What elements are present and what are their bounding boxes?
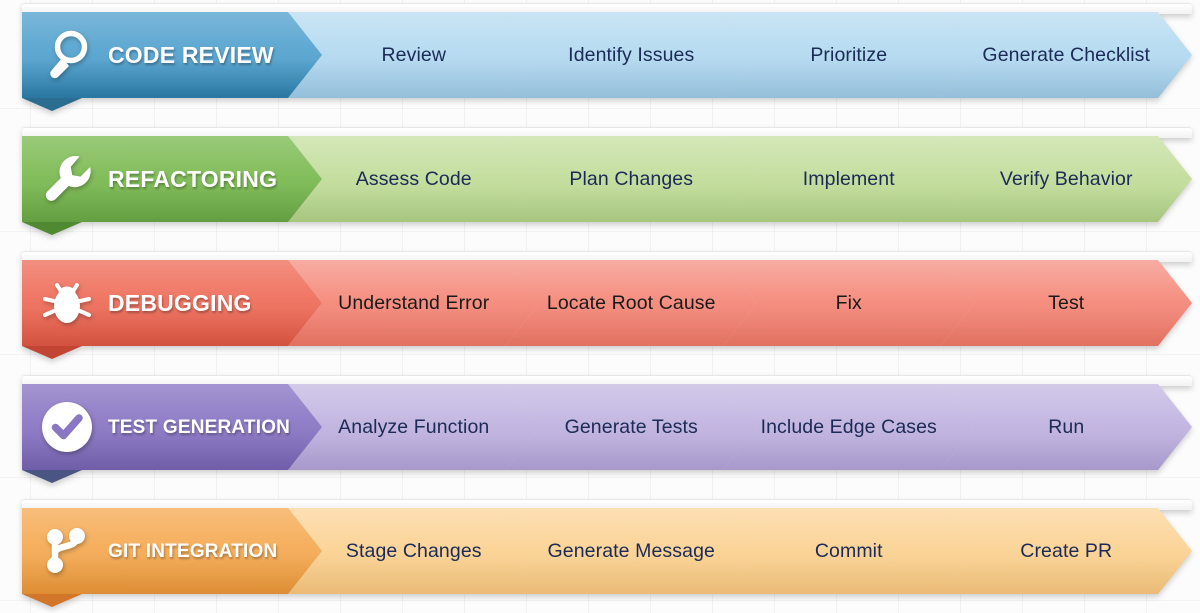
row-header-label: TEST GENERATION — [108, 416, 291, 438]
step-label: Prioritize — [810, 43, 888, 66]
step-refactoring-3[interactable]: Implement — [723, 136, 975, 222]
row-header-debugging[interactable]: DEBUGGING — [22, 260, 322, 346]
workflow-row-code-review: CODE REVIEW Review Identify Issues Prioriti… — [0, 3, 1200, 111]
ribbon-fold-tail — [22, 594, 82, 607]
step-debugging-4[interactable]: Test — [941, 260, 1193, 346]
step-label: Verify Behavior — [999, 167, 1133, 190]
step-code-review-2[interactable]: Identify Issues — [506, 12, 758, 98]
step-label: Run — [1048, 415, 1085, 438]
row-top-lip — [22, 499, 1192, 510]
ribbon-strip: CODE REVIEW Review Identify Issues Prioriti… — [0, 12, 1200, 98]
step-label: Plan Changes — [569, 167, 694, 190]
step-label: Understand Error — [338, 291, 490, 314]
row-top-lip — [22, 251, 1192, 262]
row-header-code-review[interactable]: CODE REVIEW — [22, 12, 322, 98]
step-label: Assess Code — [355, 167, 472, 190]
row-header-git-integration[interactable]: GIT INTEGRATION — [22, 508, 322, 594]
row-header-label: DEBUGGING — [108, 289, 252, 316]
row-header-label: REFACTORING — [108, 165, 278, 192]
bug-icon — [36, 272, 98, 334]
ribbon-fold-tail — [22, 98, 82, 111]
workflow-row-refactoring: REFACTORING Assess Code Plan Changes Implem… — [0, 127, 1200, 235]
step-refactoring-2[interactable]: Plan Changes — [506, 136, 758, 222]
step-git-integration-4[interactable]: Create PR — [941, 508, 1193, 594]
step-label: Include Edge Cases — [760, 415, 937, 438]
step-git-integration-3[interactable]: Commit — [723, 508, 975, 594]
step-label: Identify Issues — [568, 43, 695, 66]
step-label: Analyze Function — [338, 415, 490, 438]
ribbon-fold-tail — [22, 470, 82, 483]
ribbon-fold-tail — [22, 346, 82, 359]
row-header-test-generation[interactable]: TEST GENERATION — [22, 384, 322, 470]
step-git-integration-2[interactable]: Generate Message — [506, 508, 758, 594]
step-label: Commit — [814, 539, 883, 562]
row-top-lip — [22, 3, 1192, 14]
step-refactoring-1[interactable]: Assess Code — [288, 136, 540, 222]
step-label: Create PR — [1020, 539, 1113, 562]
step-test-generation-2[interactable]: Generate Tests — [506, 384, 758, 470]
ribbon-strip: REFACTORING Assess Code Plan Changes Implem… — [0, 136, 1200, 222]
step-test-generation-4[interactable]: Run — [941, 384, 1193, 470]
step-label: Review — [381, 43, 447, 66]
step-git-integration-1[interactable]: Stage Changes — [288, 508, 540, 594]
step-label: Test — [1048, 291, 1085, 314]
step-refactoring-4[interactable]: Verify Behavior — [941, 136, 1193, 222]
row-header-refactoring[interactable]: REFACTORING — [22, 136, 322, 222]
ribbon-strip: GIT INTEGRATION Stage Changes Generate Mes… — [0, 508, 1200, 594]
step-code-review-3[interactable]: Prioritize — [723, 12, 975, 98]
ribbon-strip: DEBUGGING Understand Error Locate Root Cau… — [0, 260, 1200, 346]
wrench-icon — [36, 148, 98, 210]
ribbon-strip: TEST GENERATION Analyze Function Generate … — [0, 384, 1200, 470]
ribbon-fold-tail — [22, 222, 82, 235]
workflow-row-test-generation: TEST GENERATION Analyze Function Generate … — [0, 375, 1200, 483]
workflow-row-debugging: DEBUGGING Understand Error Locate Root Cau… — [0, 251, 1200, 359]
step-debugging-3[interactable]: Fix — [723, 260, 975, 346]
row-top-lip — [22, 375, 1192, 386]
step-test-generation-3[interactable]: Include Edge Cases — [723, 384, 975, 470]
step-label: Generate Tests — [564, 415, 698, 438]
step-label: Fix — [835, 291, 862, 314]
row-top-lip — [22, 127, 1192, 138]
step-debugging-2[interactable]: Locate Root Cause — [506, 260, 758, 346]
step-label: Locate Root Cause — [546, 291, 716, 314]
step-label: Implement — [802, 167, 895, 190]
step-code-review-1[interactable]: Review — [288, 12, 540, 98]
step-label: Stage Changes — [345, 539, 482, 562]
step-label: Generate Checklist — [982, 43, 1151, 66]
step-debugging-1[interactable]: Understand Error — [288, 260, 540, 346]
step-label: Generate Message — [547, 539, 715, 562]
step-code-review-4[interactable]: Generate Checklist — [941, 12, 1193, 98]
git-branch-icon — [36, 520, 98, 582]
row-header-label: GIT INTEGRATION — [108, 540, 278, 562]
magnifier-icon — [36, 24, 98, 86]
step-test-generation-1[interactable]: Analyze Function — [288, 384, 540, 470]
workflow-row-git-integration: GIT INTEGRATION Stage Changes Generate Mes… — [0, 499, 1200, 607]
check-circle-icon — [36, 396, 98, 458]
row-header-label: CODE REVIEW — [108, 41, 274, 68]
